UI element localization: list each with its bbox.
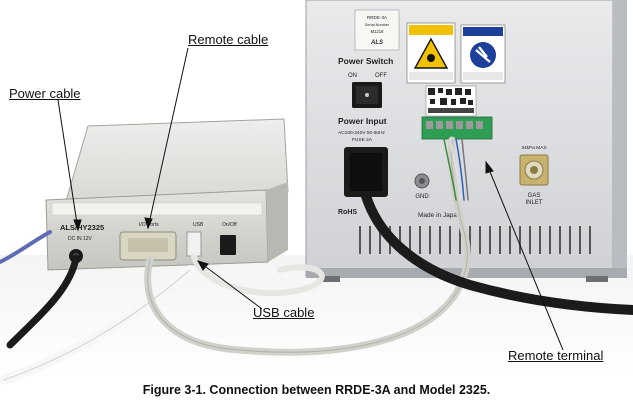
power-inlet: [344, 147, 388, 197]
gas-inlet: [519, 154, 549, 186]
power-switch: [352, 82, 382, 108]
svg-text:INLET: INLET: [525, 200, 542, 206]
leader-lines: [57, 47, 564, 351]
warning-triangle-icon: [413, 37, 449, 69]
svg-text:OFF: OFF: [375, 73, 387, 79]
gnd-terminal: [414, 173, 430, 189]
usb-port-connector: [186, 231, 202, 257]
svg-text:GND: GND: [415, 194, 429, 200]
model-2325-unit: ALS/HY2325 DC IN 12V I/O Ports USB On/Of…: [45, 118, 289, 271]
io-port-connector: [119, 231, 177, 261]
svg-text:ON: ON: [348, 73, 357, 79]
svg-text:ALS/HY2325: ALS/HY2325: [60, 223, 104, 232]
svg-text:Made in Japan: Made in Japan: [418, 212, 461, 219]
remote-terminal-block: [421, 116, 493, 140]
svg-text:RRDE-3A: RRDE-3A: [367, 15, 388, 20]
rrde-unit: RRDE-3A Serial Number M1218 ALS Power Sw…: [305, 0, 627, 282]
svg-text:DC IN 12V: DC IN 12V: [68, 236, 93, 242]
svg-text:Serial Number: Serial Number: [365, 23, 390, 27]
svg-text:Power Input: Power Input: [338, 116, 387, 126]
svg-text:34kPa MAX: 34kPa MAX: [521, 145, 547, 151]
svg-text:Power Switch: Power Switch: [338, 56, 393, 66]
svg-text:On/Off: On/Off: [222, 222, 237, 228]
warning-labels: [406, 22, 506, 84]
svg-text:GAS: GAS: [528, 193, 541, 199]
svg-text:USB: USB: [193, 222, 204, 228]
remote-terminal-callout: Remote terminal: [508, 348, 604, 363]
serial-plate: RRDE-3A Serial Number M1218 ALS: [354, 9, 400, 51]
remote-cable-callout: Remote cable: [188, 32, 269, 47]
svg-text:FUSE 2A: FUSE 2A: [352, 137, 373, 143]
svg-text:M1218: M1218: [371, 29, 384, 34]
svg-text:AC100-240V 50-60Hz: AC100-240V 50-60Hz: [338, 130, 386, 136]
on-off-switch: [220, 235, 236, 255]
cables: [0, 136, 633, 385]
svg-text:RoHS: RoHS: [338, 209, 357, 216]
power-cable-callout: Power cable: [9, 86, 81, 101]
figure-caption: Figure 3-1. Connection between RRDE-3A a…: [142, 383, 491, 397]
usb-cable-callout: USB cable: [253, 305, 315, 320]
svg-text:ALS: ALS: [370, 40, 383, 46]
